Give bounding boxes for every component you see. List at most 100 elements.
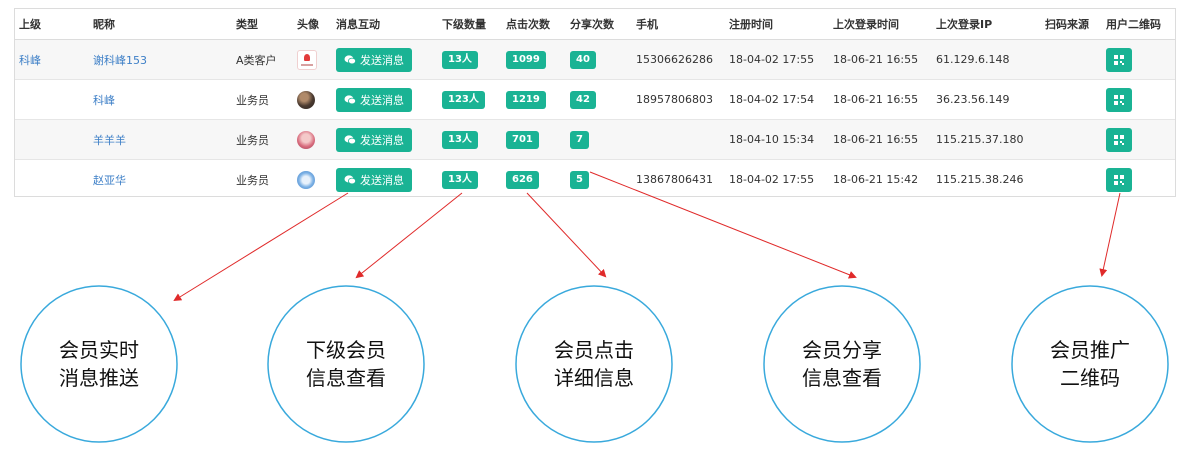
shares-badge[interactable]: 5 [570,170,589,189]
arrow-clicks [526,192,607,278]
type-cell: 业务员 [232,79,293,120]
send-message-label: 发送消息 [360,173,404,187]
shares-badge[interactable]: 7 [570,130,589,149]
send-message-label: 发送消息 [360,133,404,147]
clicks-badge[interactable]: 701 [506,130,539,149]
callout-line: 详细信息 [554,366,634,390]
phone-cell: 13867806431 [632,159,725,199]
table-row: 科峰 谢科峰153 A类客户 发送消息 13人 1099 40 15306626… [15,39,1175,80]
callout-circle [20,285,178,443]
sub-count-badge[interactable]: 13人 [442,50,478,69]
avatar [297,170,315,189]
callout-line: 信息查看 [802,366,882,390]
callout-circle [1011,285,1169,443]
header-clicks: 点击次数 [502,9,566,40]
table-row: 羊羊羊 业务员 发送消息 13人 701 7 18-04-10 15:34 18… [15,119,1175,160]
table-row: 赵亚华 业务员 发送消息 13人 626 5 13867806431 18-04… [15,159,1175,199]
user-table: 上级 昵称 类型 头像 消息互动 下级数量 点击次数 分享次数 手机 注册时间 … [15,9,1175,199]
qr-code-icon [1114,54,1124,65]
avatar [297,49,317,70]
header-avatar: 头像 [293,9,332,40]
callout-line: 二维码 [1060,366,1120,390]
phone-cell: 15306626286 [632,39,725,80]
arrow-lines [173,171,1121,302]
last-login-cell: 18-06-21 16:55 [829,39,932,80]
arrow-qr [1099,192,1121,277]
nickname-link[interactable]: 赵亚华 [93,173,126,187]
superior-link[interactable]: 科峰 [19,53,41,67]
avatar [297,130,315,149]
callout-line: 会员实时 [59,338,139,362]
last-login-cell: 18-06-21 15:42 [829,159,932,199]
qr-code-icon [1114,94,1124,105]
callout-circle [763,285,921,443]
qr-code-icon [1114,174,1124,185]
registered-cell: 18-04-02 17:55 [725,39,829,80]
chat-icon [344,174,356,184]
nickname-link[interactable]: 谢科峰153 [93,53,147,67]
callout-line: 会员分享 [802,338,882,362]
type-cell: A类客户 [232,39,293,80]
type-cell: 业务员 [232,119,293,160]
phone-cell: 18957806803 [632,79,725,120]
qr-code-button[interactable] [1106,167,1132,192]
send-message-button[interactable]: 发送消息 [336,127,412,152]
table-header-row: 上级 昵称 类型 头像 消息互动 下级数量 点击次数 分享次数 手机 注册时间 … [15,9,1175,40]
shares-badge[interactable]: 42 [570,90,596,109]
sub-count-badge[interactable]: 13人 [442,170,478,189]
shares-badge[interactable]: 40 [570,50,596,69]
callout-circles [20,285,1169,443]
chat-icon [344,134,356,144]
header-last-login: 上次登录时间 [829,9,932,40]
qr-code-icon [1114,134,1124,145]
arrow-shares [589,171,857,279]
qr-code-button[interactable] [1106,127,1132,152]
send-message-button[interactable]: 发送消息 [336,87,412,112]
clicks-badge[interactable]: 626 [506,170,539,189]
callout-line: 会员推广 [1050,338,1130,362]
callout-label: 会员点击 详细信息 [516,336,672,392]
header-type: 类型 [232,9,293,40]
clicks-badge[interactable]: 1219 [506,90,546,109]
table-body: 科峰 谢科峰153 A类客户 发送消息 13人 1099 40 15306626… [15,39,1175,199]
callout-label: 下级会员 信息查看 [268,336,424,392]
registered-cell: 18-04-02 17:54 [725,79,829,120]
last-ip-cell: 115.215.38.246 [932,159,1041,199]
send-message-label: 发送消息 [360,53,404,67]
callout-circle [267,285,425,443]
callout-circle [515,285,673,443]
sub-count-badge[interactable]: 123人 [442,90,485,109]
callout-label: 会员实时 消息推送 [21,336,177,392]
scan-source-cell [1041,159,1102,199]
user-table-panel: 上级 昵称 类型 头像 消息互动 下级数量 点击次数 分享次数 手机 注册时间 … [14,8,1176,199]
callout-label: 会员分享 信息查看 [764,336,920,392]
scan-source-cell [1041,79,1102,120]
qr-code-button[interactable] [1106,47,1132,72]
last-login-cell: 18-06-21 16:55 [829,79,932,120]
sub-count-badge[interactable]: 13人 [442,130,478,149]
callout-label: 会员推广 二维码 [1012,336,1168,392]
registered-cell: 18-04-10 15:34 [725,119,829,160]
send-message-button[interactable]: 发送消息 [336,47,412,72]
last-login-cell: 18-06-21 16:55 [829,119,932,160]
registered-cell: 18-04-02 17:55 [725,159,829,199]
scan-source-cell [1041,39,1102,80]
arrow-sub-count [355,192,463,279]
clicks-badge[interactable]: 1099 [506,50,546,69]
table-row: 科峰 业务员 发送消息 123人 1219 42 18957806803 18-… [15,79,1175,120]
callout-line: 消息推送 [59,366,139,390]
last-ip-cell: 61.129.6.148 [932,39,1041,80]
chat-icon [344,94,356,104]
qr-code-button[interactable] [1106,87,1132,112]
send-message-label: 发送消息 [360,93,404,107]
scan-source-cell [1041,119,1102,160]
send-message-button[interactable]: 发送消息 [336,167,412,192]
arrow-message [173,192,349,302]
last-ip-cell: 36.23.56.149 [932,79,1041,120]
callout-line: 会员点击 [554,338,634,362]
nickname-link[interactable]: 羊羊羊 [93,133,126,147]
type-cell: 业务员 [232,159,293,199]
nickname-link[interactable]: 科峰 [93,93,115,107]
phone-cell [632,119,725,160]
avatar [297,90,315,109]
